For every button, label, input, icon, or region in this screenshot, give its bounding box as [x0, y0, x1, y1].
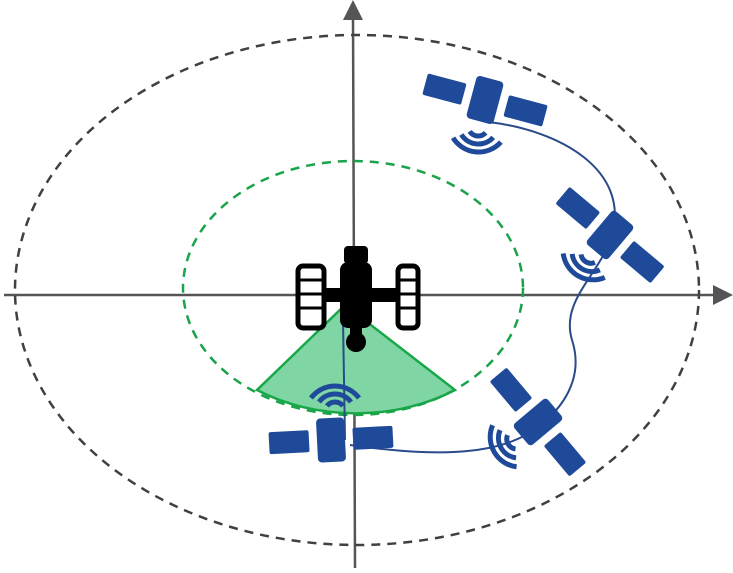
satellite-3-icon	[481, 360, 595, 484]
inner-orbit	[181, 159, 525, 417]
central-spacecraft-icon	[295, 246, 421, 352]
satellite-1-icon	[419, 62, 551, 138]
signal-1-icon	[452, 130, 502, 154]
outer-orbit	[13, 33, 701, 547]
x-axis-arrow-icon	[713, 285, 733, 305]
y-axis-arrow-icon	[343, 0, 363, 20]
satellite-4-icon	[267, 414, 395, 466]
satellite-2-icon	[548, 178, 672, 292]
trajectory-path	[342, 121, 616, 454]
